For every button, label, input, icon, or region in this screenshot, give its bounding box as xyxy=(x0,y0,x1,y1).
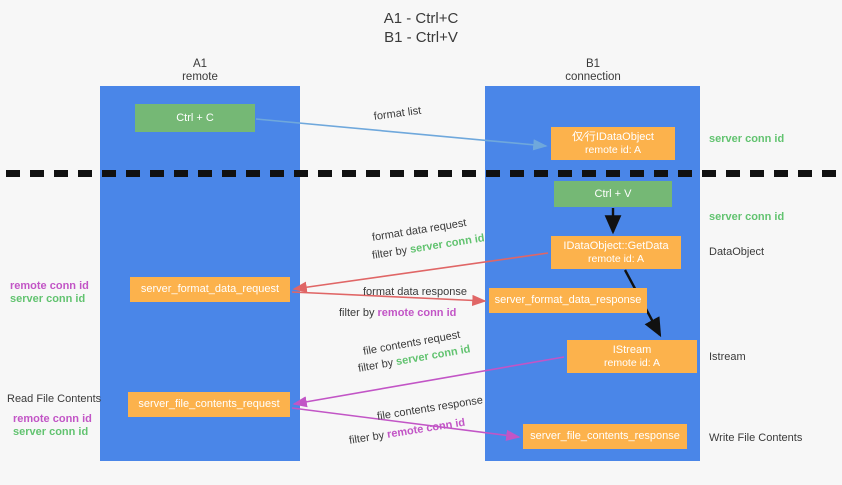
label-format-data-response-filter: filter by remote conn id xyxy=(339,306,456,320)
box-istream-line1: IStream xyxy=(612,343,652,356)
box-server-file-contents-response[interactable]: server_file_contents_response xyxy=(523,424,687,449)
box-server-file-contents-request-label: server_file_contents_request xyxy=(138,398,280,410)
label-remote-conn-id-2: remote conn id xyxy=(13,413,92,425)
box-idataobject-getdata[interactable]: IDataObject::GetData remote id: A xyxy=(551,236,681,269)
column-header-b1-sub: connection xyxy=(565,71,621,83)
filter-by-text: filter by xyxy=(357,356,398,375)
page-title: A1 - Ctrl+C B1 - Ctrl+V xyxy=(383,10,459,46)
box-istream[interactable]: IStream remote id: A xyxy=(567,340,697,373)
label-remote-conn-id-1: remote conn id xyxy=(10,280,89,292)
box-idataobject[interactable]: 仅⁄行IDataObject remote id: A xyxy=(551,127,675,160)
column-header-a1-sub: remote xyxy=(182,71,218,83)
label-file-contents-response: file contents response xyxy=(376,394,484,423)
box-server-format-data-response[interactable]: server_format_data_response xyxy=(489,288,647,313)
label-file-contents-response-filter: filter by remote conn id xyxy=(348,416,466,448)
label-server-conn-id-mid: server conn id xyxy=(709,211,785,223)
filter-by-text: filter by xyxy=(339,307,378,319)
box-ctrl-v-label: Ctrl + V xyxy=(594,187,632,200)
label-server-conn-id-1: server conn id xyxy=(10,293,86,305)
column-header-b1: B1 connection xyxy=(518,58,668,84)
box-server-format-data-response-label: server_format_data_response xyxy=(494,294,642,306)
label-read-file-contents: Read File Contents xyxy=(7,393,102,405)
box-server-format-data-request-label: server_format_data_request xyxy=(140,283,280,295)
box-idataobject-line1: 仅⁄行IDataObject xyxy=(572,130,654,143)
box-server-format-data-request[interactable]: server_format_data_request xyxy=(130,277,290,302)
label-server-conn-id-2: server conn id xyxy=(13,426,89,438)
box-ctrl-c-label: Ctrl + C xyxy=(176,111,214,124)
box-idataobject-line2: remote id: A xyxy=(584,143,642,156)
label-server-conn-id-top: server conn id xyxy=(709,133,785,145)
box-server-file-contents-response-label: server_file_contents_response xyxy=(530,430,680,442)
column-header-a1-name: A1 xyxy=(192,58,208,70)
label-istream: Istream xyxy=(709,351,746,363)
box-getdata-line2: remote id: A xyxy=(587,252,645,265)
box-ctrl-c[interactable]: Ctrl + C xyxy=(135,104,255,132)
remote-conn-id-text: remote conn id xyxy=(377,307,457,319)
filter-by-text: filter by xyxy=(348,428,389,447)
filter-by-text: filter by xyxy=(371,243,412,262)
box-ctrl-v[interactable]: Ctrl + V xyxy=(554,181,672,207)
label-data-object: DataObject xyxy=(709,246,765,258)
box-server-file-contents-request[interactable]: server_file_contents_request xyxy=(128,392,290,417)
label-format-data-response: format data response xyxy=(363,286,467,298)
box-getdata-line1: IDataObject::GetData xyxy=(563,239,669,252)
column-header-b1-name: B1 xyxy=(585,58,601,70)
column-header-a1: A1 remote xyxy=(125,58,275,84)
label-format-list: format list xyxy=(373,104,422,123)
box-istream-line2: remote id: A xyxy=(603,356,661,369)
label-write-file-contents: Write File Contents xyxy=(709,432,803,444)
phase-divider xyxy=(6,170,836,177)
